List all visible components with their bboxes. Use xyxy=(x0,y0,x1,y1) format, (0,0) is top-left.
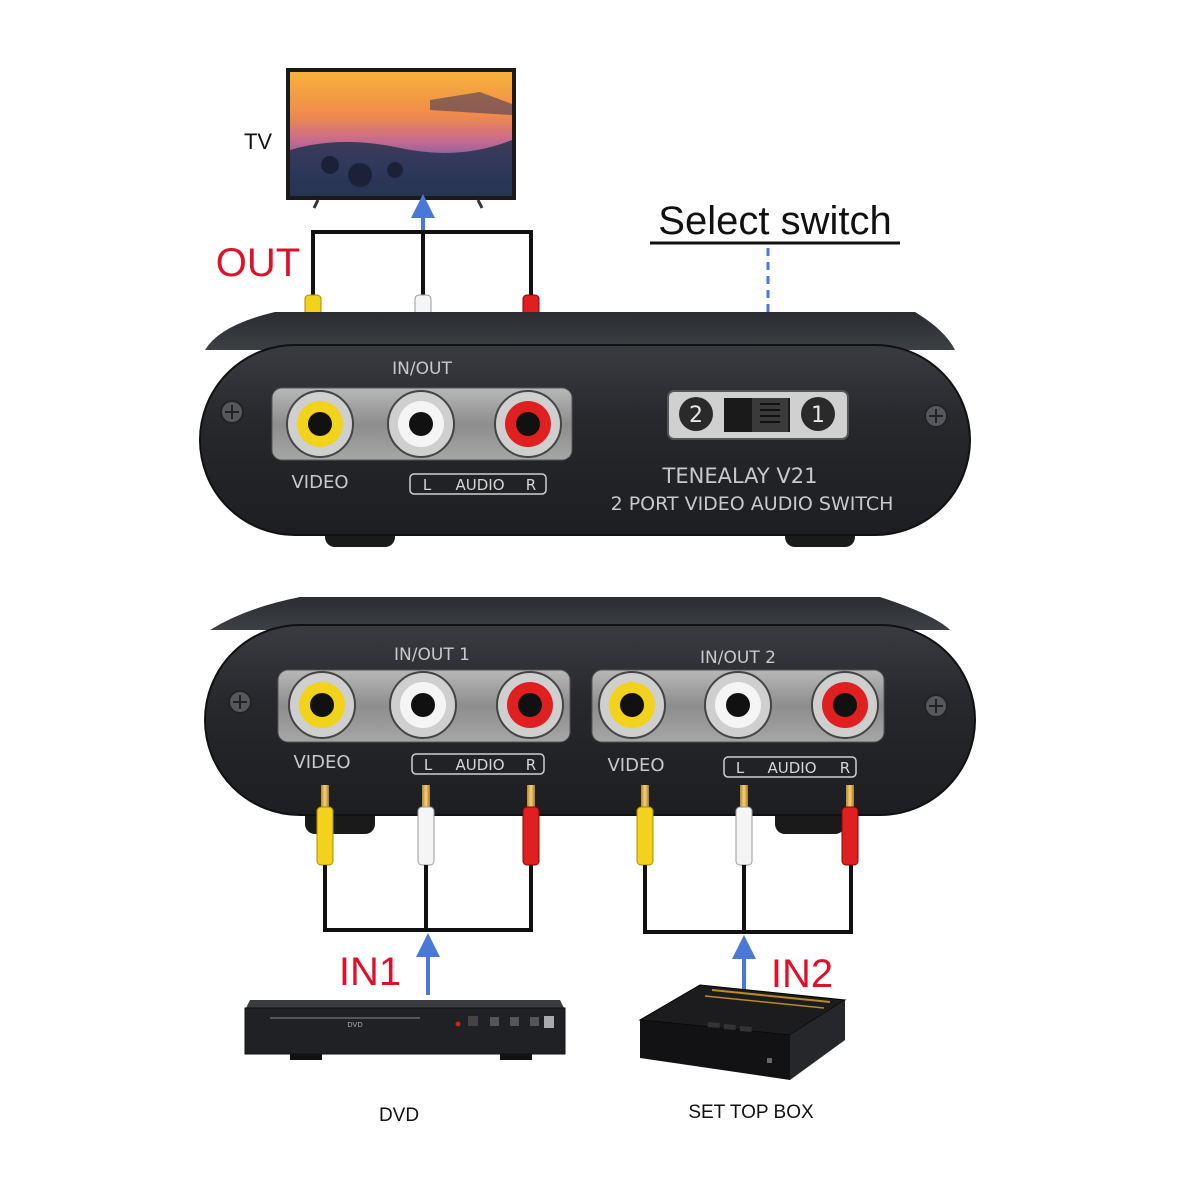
bottom-port-group-1-label: IN/OUT 1 xyxy=(394,645,470,665)
dvd-label: DVD xyxy=(379,1105,419,1126)
product-label: 2 PORT VIDEO AUDIO SWITCH xyxy=(611,493,894,515)
select-switch[interactable] xyxy=(667,390,849,440)
in2-label: IN2 xyxy=(771,952,833,996)
bottom-in2-audio-r-label: R xyxy=(840,759,850,777)
in1-bracket xyxy=(323,865,533,932)
top-video-label: VIDEO xyxy=(291,472,348,493)
top-port-group-label: IN/OUT xyxy=(392,359,452,379)
tv-label: TV xyxy=(244,129,272,154)
top-audio-right-jack[interactable] xyxy=(494,390,562,458)
top-audio-r-label: R xyxy=(526,476,536,494)
bottom-in1-audio-l-label: L xyxy=(424,756,433,774)
in2-plugs xyxy=(636,785,859,866)
bottom-in2-video-jack[interactable] xyxy=(598,671,666,739)
bottom-in2-audio-l-label: L xyxy=(736,759,745,777)
brand-label: TENEALAY V21 xyxy=(662,464,818,488)
bottom-in2-audio-label: AUDIO xyxy=(767,759,816,777)
switch-position-2: 2 xyxy=(689,403,703,428)
set-top-box xyxy=(638,984,847,1080)
in1-label: IN1 xyxy=(339,950,401,994)
top-audio-left-jack[interactable] xyxy=(387,390,455,458)
bottom-in1-audio-right-jack[interactable] xyxy=(496,671,564,739)
bottom-in1-audio-left-jack[interactable] xyxy=(389,671,457,739)
bottom-in2-audio-right-jack[interactable] xyxy=(811,671,879,739)
bottom-in1-video-jack[interactable] xyxy=(288,671,356,739)
top-audio-label: AUDIO xyxy=(455,476,504,494)
bottom-in2-video-label: VIDEO xyxy=(607,755,664,776)
bottom-in1-audio-label: AUDIO xyxy=(455,756,504,774)
bottom-in2-audio-left-jack[interactable] xyxy=(704,671,772,739)
set-top-box-label: SET TOP BOX xyxy=(688,1102,814,1123)
select-switch-label: Select switch xyxy=(658,199,891,243)
in2-bracket xyxy=(643,865,853,934)
bottom-in1-audio-label-frame xyxy=(411,753,545,775)
switch-position-1: 1 xyxy=(811,403,825,428)
top-audio-l-label: L xyxy=(423,476,432,494)
bottom-port-group-2-label: IN/OUT 2 xyxy=(700,648,776,668)
top-audio-label-frame xyxy=(409,473,547,495)
bottom-in1-video-label: VIDEO xyxy=(293,752,350,773)
dvd-player xyxy=(244,1000,566,1060)
tv-device xyxy=(286,68,516,209)
bottom-in2-audio-label-frame xyxy=(723,756,857,778)
out-bracket xyxy=(311,230,533,300)
dvd-logo: DVD xyxy=(347,1021,362,1029)
bottom-in1-audio-r-label: R xyxy=(526,756,536,774)
out-label: OUT xyxy=(216,241,300,285)
top-video-jack[interactable] xyxy=(286,390,354,458)
